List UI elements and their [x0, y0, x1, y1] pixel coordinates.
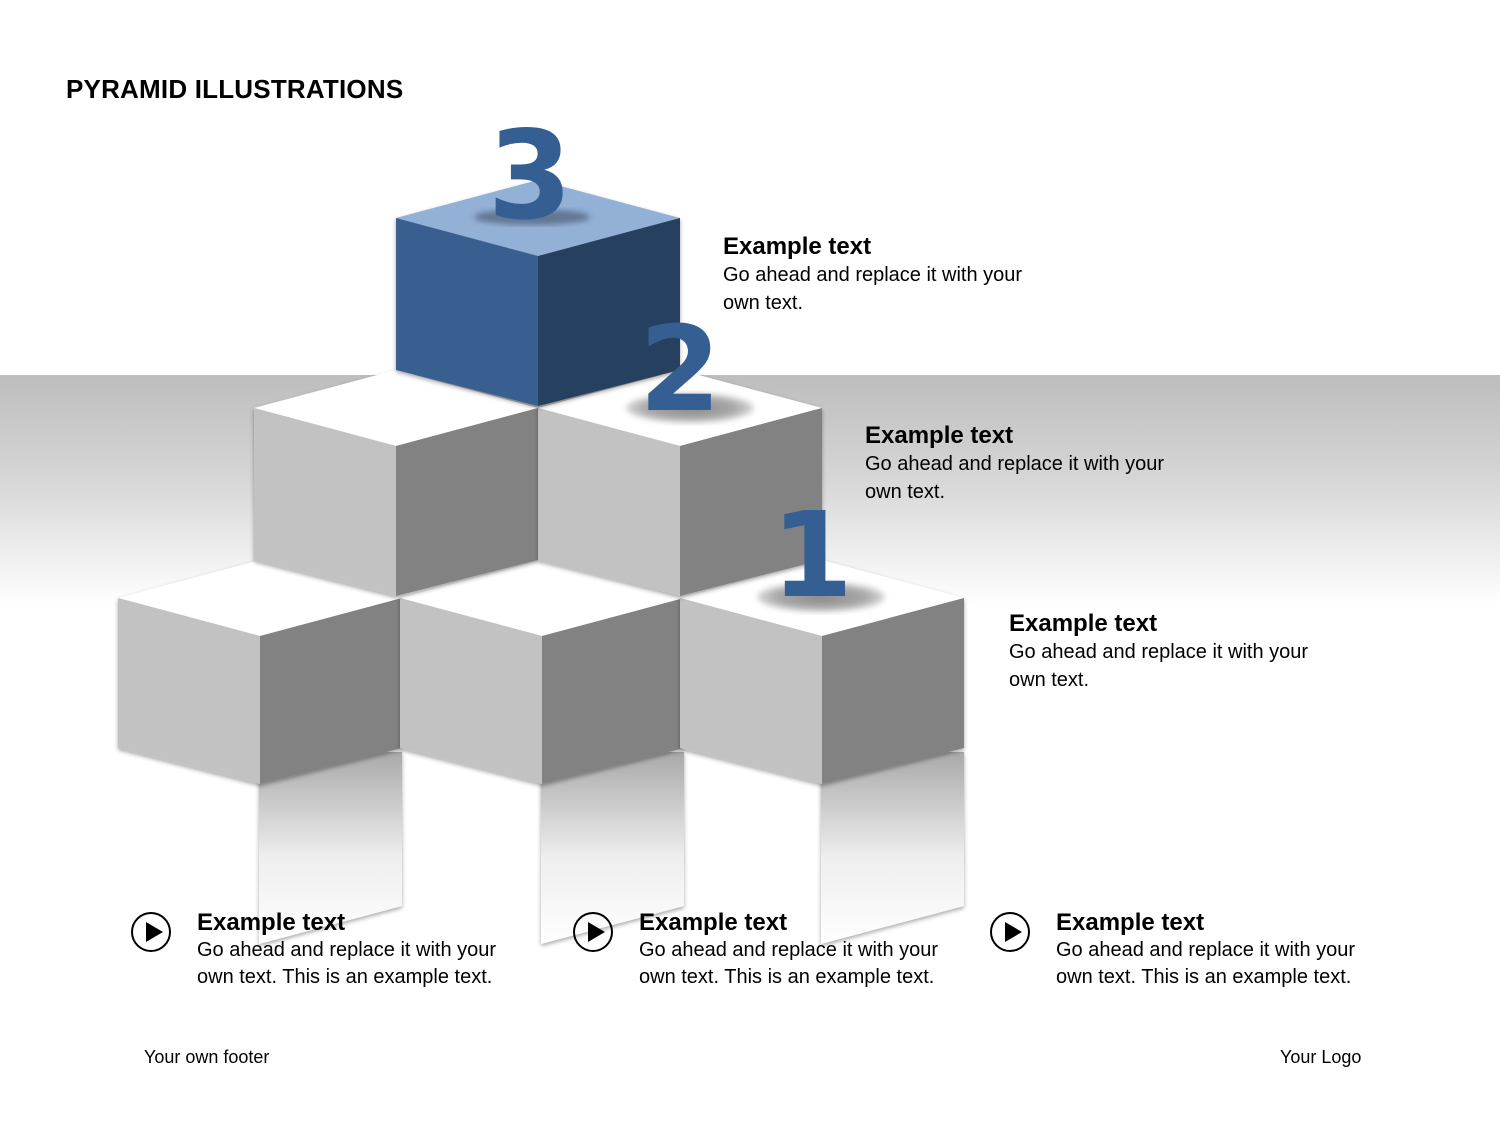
play-icon[interactable]	[990, 912, 1030, 952]
callout-level-2: Example text Go ahead and replace it wit…	[865, 421, 1165, 506]
number-3-shadow	[474, 209, 590, 225]
cube-bottom-left	[118, 560, 402, 784]
play-icon[interactable]	[573, 912, 613, 952]
level-number-3: 3	[488, 105, 573, 247]
page-title: PYRAMID ILLUSTRATIONS	[66, 74, 404, 104]
play-icon[interactable]	[131, 912, 171, 952]
callout-heading: Example text	[865, 422, 1014, 449]
level-number-2: 2	[639, 300, 721, 438]
reflection-1	[259, 752, 402, 944]
callout-body: Go ahead and replace it with your own te…	[1009, 641, 1309, 691]
level-number-1: 1	[771, 486, 853, 624]
bottom-item-body: Go ahead and replace it with your own te…	[197, 939, 497, 988]
bottom-item-body: Go ahead and replace it with your own te…	[639, 939, 939, 988]
callout-body: Go ahead and replace it with your own te…	[723, 264, 1023, 314]
bottom-item-heading: Example text	[639, 909, 788, 936]
callout-heading: Example text	[1009, 610, 1158, 637]
bottom-item-heading: Example text	[1056, 909, 1205, 936]
cube-middle-left	[254, 370, 538, 596]
number-1-hole	[757, 582, 885, 612]
callout-level-1: Example text Go ahead and replace it wit…	[1009, 609, 1309, 694]
cube-top-blue	[396, 180, 680, 406]
cube-bottom-center	[400, 560, 684, 784]
bottom-item-heading: Example text	[197, 909, 346, 936]
callout-level-3: Example text Go ahead and replace it wit…	[723, 232, 1023, 317]
bottom-item-body: Go ahead and replace it with your own te…	[1056, 939, 1356, 988]
footer-text: Your own footer	[144, 1047, 270, 1067]
reflection-3	[821, 752, 964, 944]
reflection-2	[541, 752, 684, 944]
number-2-hole	[626, 393, 754, 423]
callout-heading: Example text	[723, 233, 872, 260]
callout-body: Go ahead and replace it with your own te…	[865, 453, 1165, 503]
footer-logo-text: Your Logo	[1280, 1047, 1362, 1067]
